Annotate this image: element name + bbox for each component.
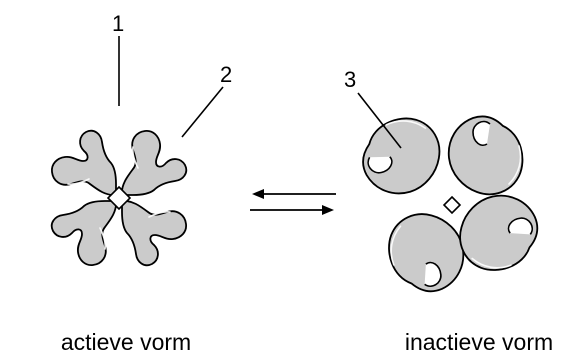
inactive-form xyxy=(356,113,540,295)
label-2: 2 xyxy=(220,62,232,87)
center-gap xyxy=(444,197,460,213)
equilibrium-arrows xyxy=(250,189,336,215)
label-1: 1 xyxy=(112,11,124,36)
active-subunit xyxy=(52,131,116,195)
caption-inactive: inactieve vorm xyxy=(405,329,553,355)
inactive-subunit xyxy=(356,113,445,199)
caption-active: actieve vorm xyxy=(61,329,191,355)
active-subunit xyxy=(122,201,186,265)
active-subunit xyxy=(122,131,186,195)
leader-line-2 xyxy=(182,87,223,137)
inactive-subunit xyxy=(449,116,523,194)
inactive-subunit xyxy=(386,211,466,295)
active-form xyxy=(52,131,187,266)
active-subunit xyxy=(52,201,116,265)
inactive-subunit xyxy=(457,193,541,273)
label-3: 3 xyxy=(344,67,356,92)
